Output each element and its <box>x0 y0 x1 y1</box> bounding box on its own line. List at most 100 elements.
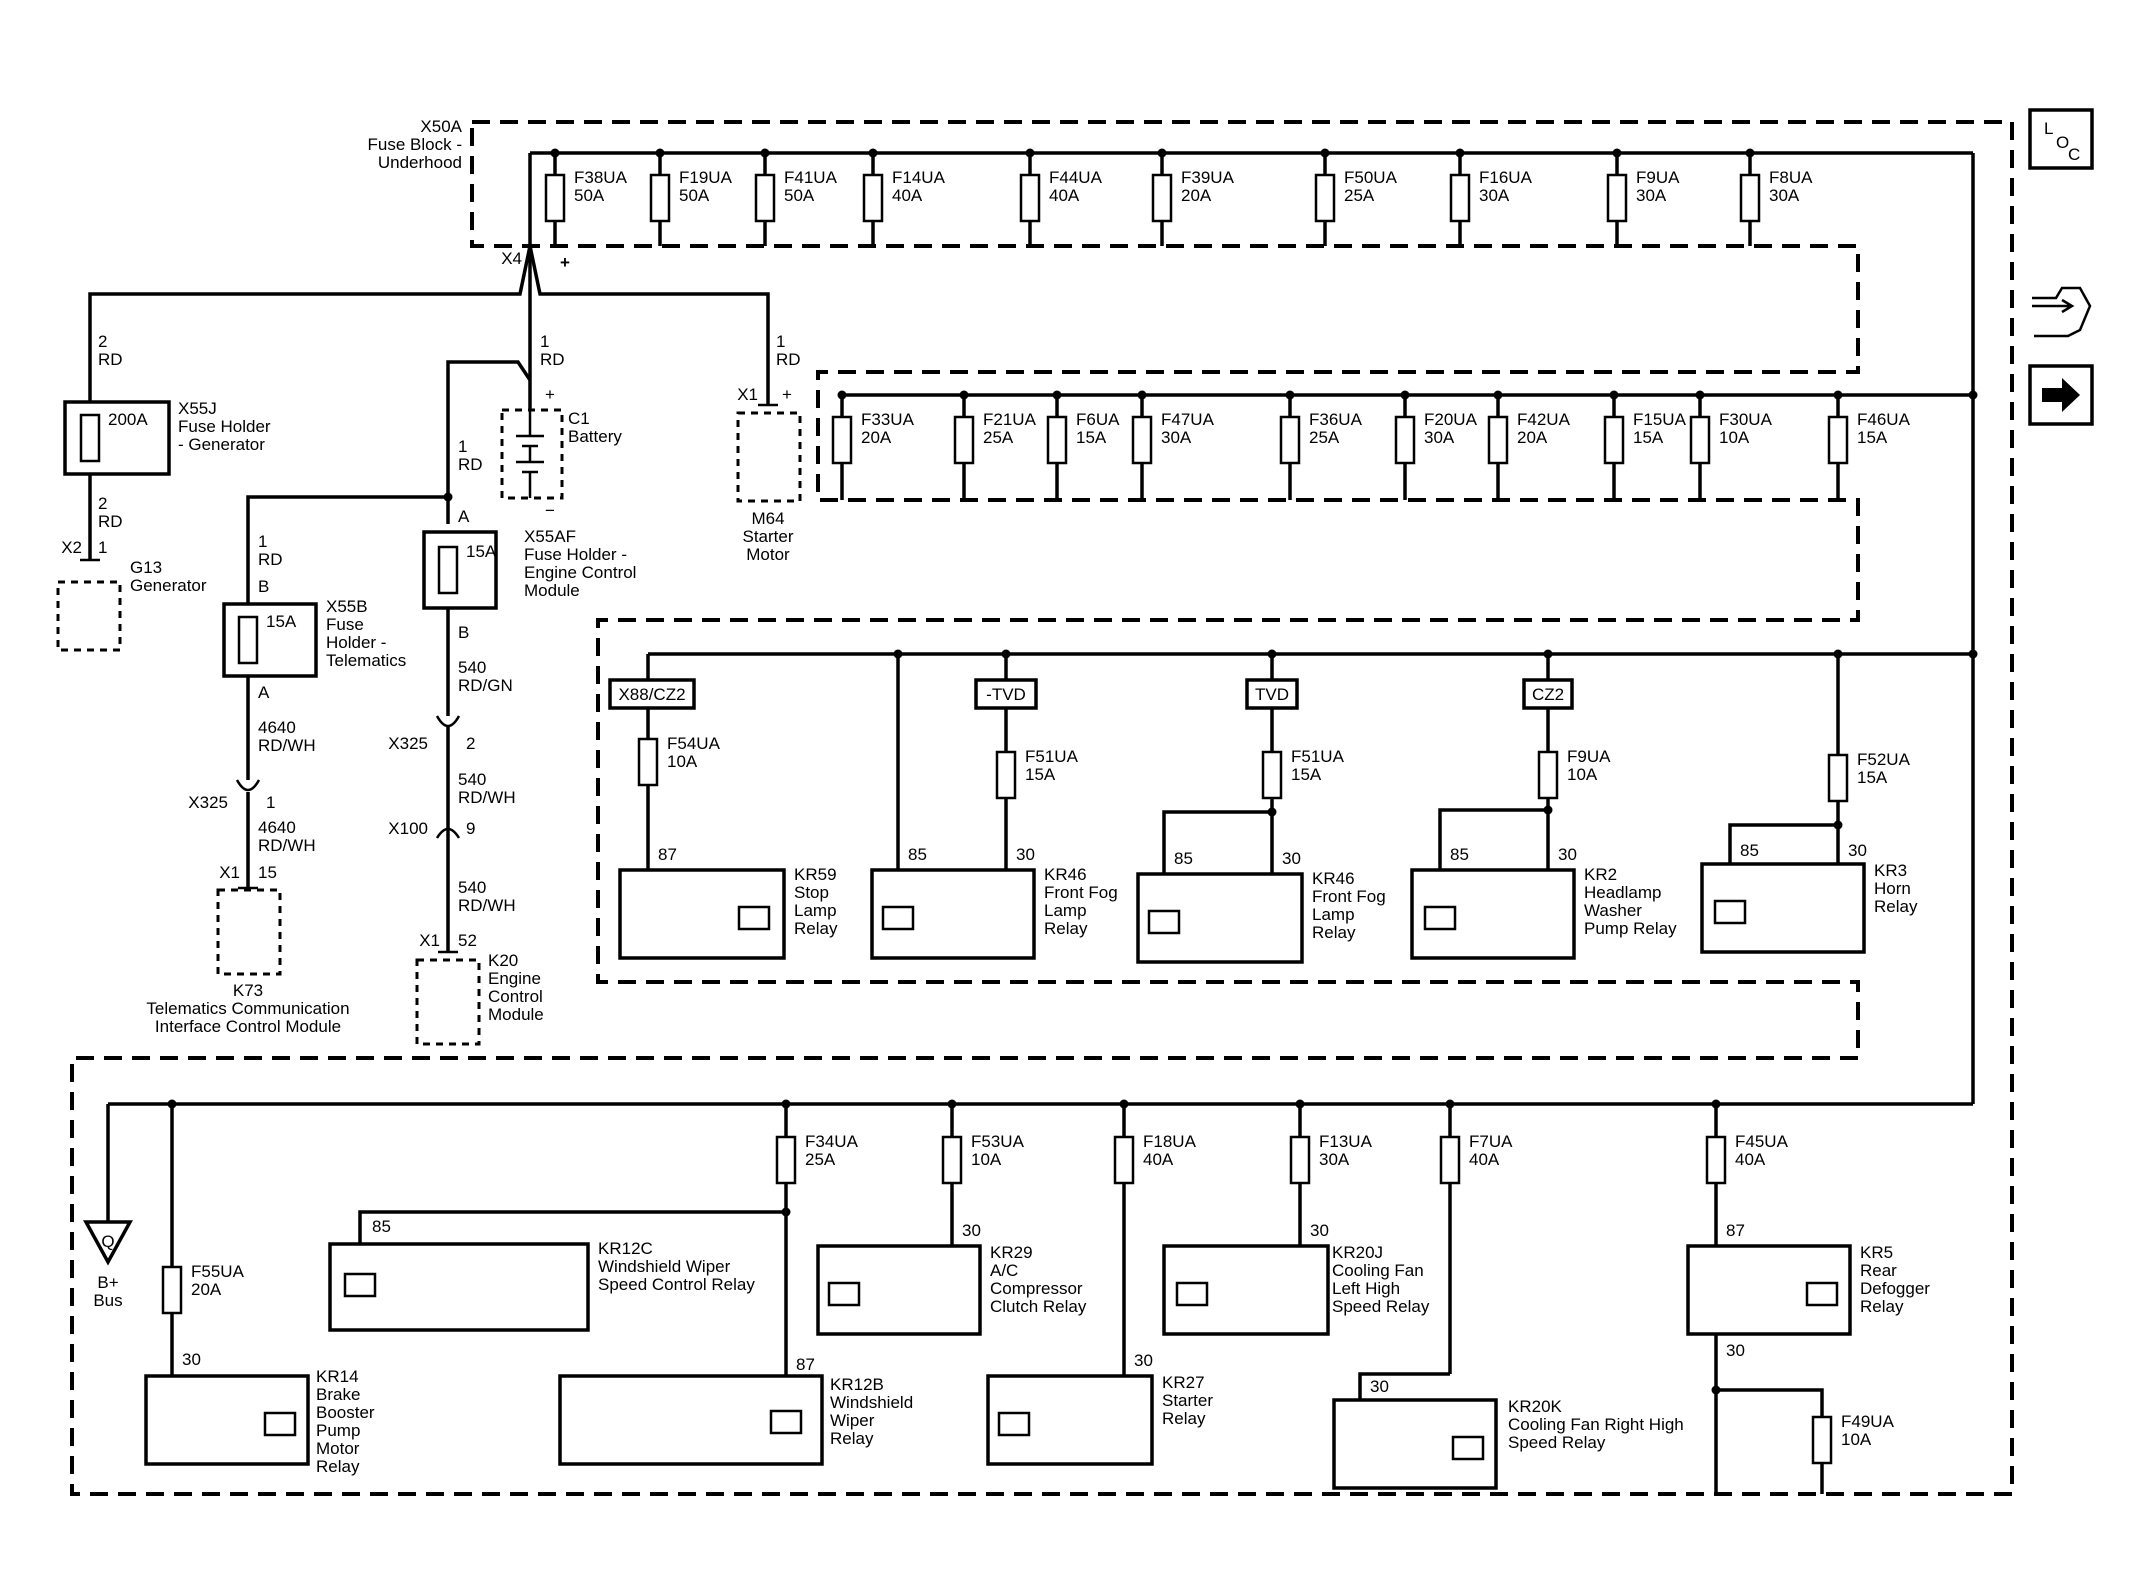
component-label: Lamp <box>794 901 837 920</box>
fuse-block-ref: X50A <box>420 117 462 136</box>
bus-splice <box>837 390 847 400</box>
component-label: Brake <box>316 1385 360 1404</box>
generator-wire <box>88 245 532 405</box>
component-label: Fuse <box>326 615 364 634</box>
fuse-name: F18UA <box>1143 1132 1197 1151</box>
relay-coil <box>1805 1281 1839 1307</box>
b-plus-bus-symbol <box>83 1220 133 1266</box>
fuse-name: F38UA <box>574 168 628 187</box>
fuse-name: F36UA <box>1309 410 1363 429</box>
wire-label: 540 <box>458 658 486 677</box>
ecm-fuse-holder <box>422 530 498 610</box>
second-fuse <box>1827 415 1849 465</box>
component-label: KR2 <box>1584 865 1617 884</box>
bus-splice <box>1400 390 1410 400</box>
component-label: Fuse Holder - <box>524 545 627 564</box>
component-label: KR20J <box>1332 1243 1383 1262</box>
component-desc: Generator <box>130 576 207 595</box>
fuse-name: F49UA <box>1841 1412 1895 1431</box>
component-desc: Interface Control Module <box>155 1017 341 1036</box>
top-fuse <box>544 173 566 223</box>
relay-coil <box>737 905 771 931</box>
component-label: Relay <box>794 919 838 938</box>
wire-label: 1 <box>258 532 267 551</box>
component-label: Control <box>488 987 543 1006</box>
relay-fuse <box>1261 750 1283 800</box>
pin-label: 52 <box>458 931 477 950</box>
fuse-name: F47UA <box>1161 410 1215 429</box>
bus-splice <box>550 148 560 158</box>
relay-coil <box>1423 905 1457 931</box>
minus-label: − <box>545 501 555 520</box>
component-label: Compressor <box>990 1279 1083 1298</box>
component-label: KR5 <box>1860 1243 1893 1262</box>
bus-splice <box>1745 148 1755 158</box>
component-label: Relay <box>830 1429 874 1448</box>
component-label: KR20K <box>1508 1397 1563 1416</box>
component-label: Relay <box>1874 897 1918 916</box>
fuse-name: F54UA <box>667 734 721 753</box>
fuse-rating: 40A <box>1143 1150 1174 1169</box>
fuse-name: F39UA <box>1181 168 1235 187</box>
component-label: Relay <box>1312 923 1356 942</box>
ecm-feed-wire <box>446 360 532 524</box>
component-label: Front Fog <box>1312 887 1386 906</box>
fuse-rating: 40A <box>1049 186 1080 205</box>
relay-fuse <box>775 1135 797 1185</box>
bus-splice <box>947 1099 957 1109</box>
splice-dot <box>1711 1385 1721 1395</box>
fuse-block-name: Underhood <box>378 153 462 172</box>
component-label: KR12B <box>830 1375 884 1394</box>
pin-label: 30 <box>1310 1221 1329 1240</box>
fuse-name: F7UA <box>1469 1132 1513 1151</box>
bus-splice <box>655 148 665 158</box>
pin-label: 9 <box>466 819 475 838</box>
fuse-rating: 15A <box>1025 765 1056 784</box>
option-tag-label: -TVD <box>986 685 1026 704</box>
wire-label: RD <box>458 455 483 474</box>
bus-splice <box>1968 390 1978 400</box>
fuse-name: F9UA <box>1636 168 1680 187</box>
relay-feed <box>358 1210 786 1244</box>
top-fuse <box>1606 173 1628 223</box>
pin-label: 2 <box>466 734 475 753</box>
second-fuse <box>1131 415 1153 465</box>
component-label: KR3 <box>1874 861 1907 880</box>
second-fuse <box>831 415 853 465</box>
component-label: Booster <box>316 1403 375 1422</box>
bus-label: Bus <box>93 1291 122 1310</box>
bus-splice <box>1543 649 1553 659</box>
location-icon-letter: O <box>2056 133 2069 152</box>
relay-feed <box>1728 823 1838 864</box>
option-tag <box>1245 678 1299 710</box>
relay-feed <box>1438 808 1548 870</box>
component-label: Holder - <box>326 633 386 652</box>
relay-coil <box>881 905 915 931</box>
fuse-name: F42UA <box>1517 410 1571 429</box>
location-icon-letter: C <box>2068 145 2080 164</box>
fuse-rating: 20A <box>191 1280 222 1299</box>
fuse-rating: 25A <box>1309 428 1340 447</box>
pin-label: 30 <box>1282 849 1301 868</box>
option-tag-label: CZ2 <box>1532 685 1564 704</box>
component-label: Starter <box>742 527 793 546</box>
fuse-rating: 40A <box>1469 1150 1500 1169</box>
component-label: Cooling Fan <box>1332 1261 1424 1280</box>
component-label: Speed Relay <box>1508 1433 1606 1452</box>
wire-label: 1 <box>540 332 549 351</box>
plus-label: + <box>545 385 555 404</box>
pin-label: 85 <box>908 845 927 864</box>
bus-splice <box>1609 390 1619 400</box>
connector-wrench-icon-arrow <box>2032 298 2075 314</box>
connector-label: X1 <box>737 385 758 404</box>
top-fuse <box>649 173 671 223</box>
component-label: X55AF <box>524 527 576 546</box>
wire-label: 1 <box>776 332 785 351</box>
fuse-name: F8UA <box>1769 168 1813 187</box>
component-label: Pump <box>316 1421 360 1440</box>
pin-label: 87 <box>1726 1221 1745 1240</box>
fuse-name: F21UA <box>983 410 1037 429</box>
starter-wire <box>528 245 770 405</box>
top-fuse <box>1449 173 1471 223</box>
